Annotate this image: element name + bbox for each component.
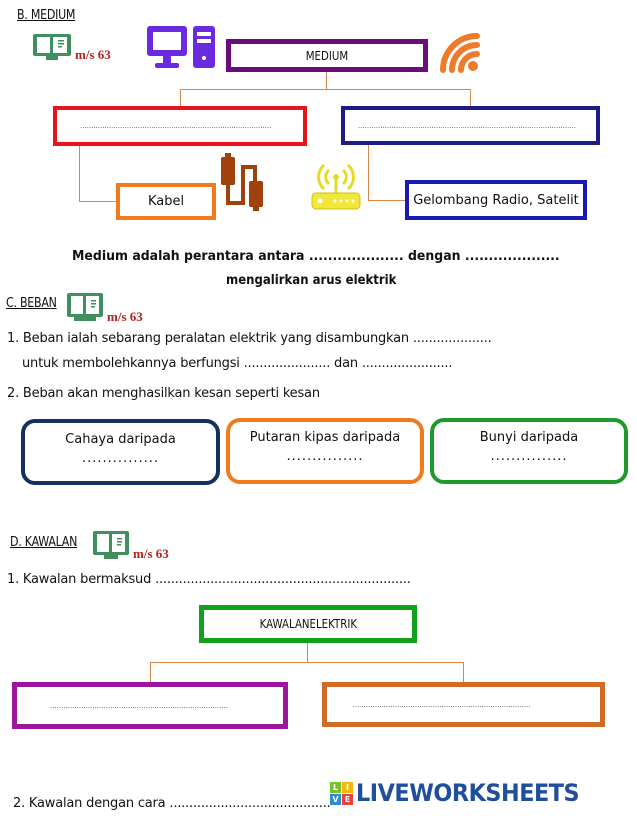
page-reference: m/s 63	[133, 546, 169, 561]
effect-card-bunyi[interactable]: Bunyi daripada ...............	[430, 418, 628, 484]
connector-line	[368, 145, 369, 201]
section-d-heading: D. KAWALAN	[10, 535, 78, 550]
beban-question-2: 2. Beban akan menghasilkan kesan seperti…	[7, 386, 320, 401]
connector-line	[180, 89, 181, 106]
effect-card-cahaya[interactable]: Cahaya daripada ...............	[21, 419, 220, 485]
medium-left-answer-box[interactable]: ........................................…	[53, 106, 307, 146]
page-reference: m/s 63	[107, 309, 143, 324]
medium-right-answer-box[interactable]: ........................................…	[341, 106, 600, 145]
beban-question-1-line1: 1. Beban ialah sebarang peralatan elektr…	[7, 331, 492, 346]
kawalan-question-1: 1. Kawalan bermaksud ...................…	[7, 572, 411, 587]
kawalan-root-box: KAWALANELEKTRIK	[199, 605, 417, 643]
connector-line	[79, 201, 117, 202]
connector-line	[307, 643, 308, 662]
computer-icon	[145, 24, 217, 74]
page-reference: m/s 63	[75, 47, 111, 62]
effect-card-putaran-kipas[interactable]: Putaran kipas daripada ...............	[226, 418, 424, 484]
book-icon	[92, 530, 130, 564]
connector-line	[463, 662, 464, 682]
book-icon	[66, 292, 104, 326]
liveworksheets-wordmark: LIVEWORKSHEETS	[356, 779, 580, 807]
section-c-heading: C. BEBAN	[6, 296, 57, 311]
connector-line	[180, 89, 471, 90]
gelombang-box: Gelombang Radio, Satelit	[405, 180, 587, 220]
kawalan-right-answer-box[interactable]: ........................................…	[322, 682, 605, 727]
kabel-box: Kabel	[116, 183, 216, 220]
medium-sentence-line2: mengalirkan arus elektrik	[226, 273, 397, 288]
connector-line	[150, 662, 151, 682]
book-icon	[32, 33, 72, 65]
beban-question-1-line2: untuk membolehkannya berfungsi .........…	[22, 356, 453, 371]
connector-line	[470, 89, 471, 106]
section-b-heading: B. MEDIUM	[17, 8, 76, 23]
connector-line	[79, 146, 80, 202]
kawalan-left-answer-box[interactable]: ........................................…	[12, 682, 288, 729]
medium-root-box: MEDIUM	[226, 39, 428, 72]
connector-line	[150, 662, 464, 663]
connector-line	[368, 200, 406, 201]
wifi-icon	[435, 28, 481, 78]
liveworksheets-logo[interactable]: L I V E LIVEWORKSHEETS	[330, 779, 600, 807]
cable-icon	[219, 153, 279, 217]
medium-sentence-line1: Medium adalah perantara antara .........…	[72, 249, 560, 264]
connector-line	[326, 72, 327, 89]
live-tiles-icon: L I V E	[330, 781, 353, 805]
router-icon	[310, 155, 362, 217]
